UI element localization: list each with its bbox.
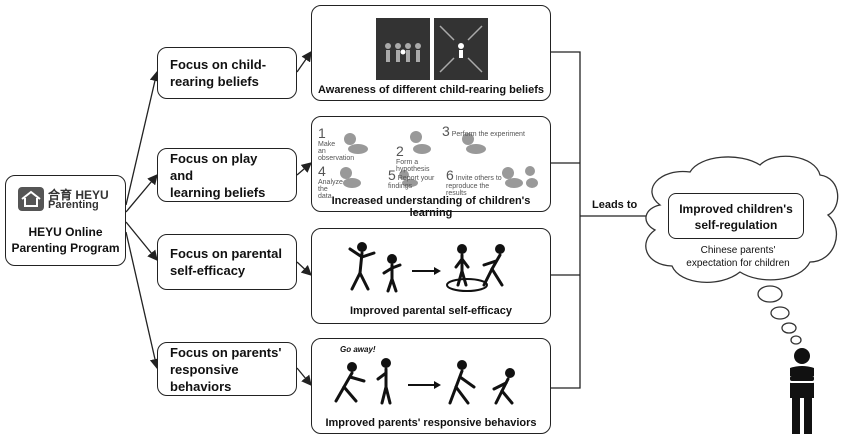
outcome-box-responsive: Go away! Improved parents' responsi [311, 338, 551, 434]
arrow-to-focus-2 [125, 174, 158, 213]
arrow-to-focus-4 [125, 231, 161, 370]
arrow-to-outcome-2 [296, 162, 312, 176]
program-box: 合育 HEYU Parenting HEYU Online Parenting … [5, 175, 126, 266]
logo-chinese: 合育 [48, 188, 73, 202]
outcome-caption: Improved parental self-efficacy [349, 305, 512, 317]
leads-to-label: Leads to [592, 199, 638, 211]
outcome-caption: Increased understanding of children's le… [331, 195, 531, 219]
outcome-box-beliefs: Awareness of different child-rearing bel… [311, 5, 551, 101]
focus-box-beliefs: Focus on child-rearing beliefs [157, 47, 297, 99]
responsive-illustration: Go away! [322, 345, 542, 409]
arrow-to-outcome-1 [296, 50, 312, 73]
arrow-to-focus-3 [125, 221, 158, 262]
arrow-to-focus-1 [125, 70, 160, 206]
goal-box: Improved children's self-regulation [668, 193, 804, 239]
thinking-person-figure [782, 346, 822, 436]
arrow-to-outcome-3 [296, 261, 312, 276]
expectation-text: Chinese parents' expectation for childre… [686, 245, 790, 269]
efficacy-illustration [342, 235, 522, 297]
step-5: 5 Report your findings [388, 167, 435, 190]
step-3: 3 Perform the experiment [442, 123, 525, 139]
outcome-bracket [551, 51, 581, 389]
arrow-to-outcome-4 [296, 367, 312, 387]
goal-line-1: Improved children's [679, 202, 793, 216]
logo-brand: HEYU [75, 188, 109, 202]
focus-box-responsive: Focus on parents'responsive behaviors [157, 342, 297, 396]
program-name: HEYU Online Parenting Program [11, 225, 120, 255]
logo-sub: Parenting [48, 199, 99, 211]
step-6: 6 Invite others to reproduce the results [446, 167, 502, 197]
outcome-box-efficacy: Improved parental self-efficacy [311, 228, 551, 324]
heyu-logo: 合育 HEYU Parenting [18, 186, 118, 214]
outcome-caption: Improved parents' responsive behaviors [325, 417, 537, 429]
belief-photo [376, 18, 488, 80]
speech-text: Go away! [340, 345, 376, 354]
goal-line-2: self-regulation [694, 218, 778, 232]
outcome-caption: Awareness of different child-rearing bel… [318, 84, 544, 96]
house-logo-icon [18, 187, 44, 211]
